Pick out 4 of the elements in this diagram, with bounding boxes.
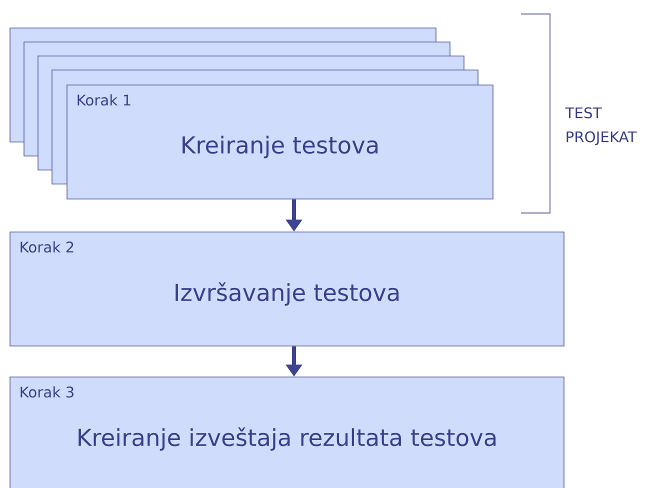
bracket-label: TEST PROJEKAT <box>565 107 637 146</box>
step-box: Korak 1 Kreiranje testova <box>66 84 494 200</box>
step-box: Korak 3 Kreiranje izveštaja rezultata testova <box>10 376 564 488</box>
step-box: Korak 2 Izvršavanje testova <box>10 232 564 346</box>
